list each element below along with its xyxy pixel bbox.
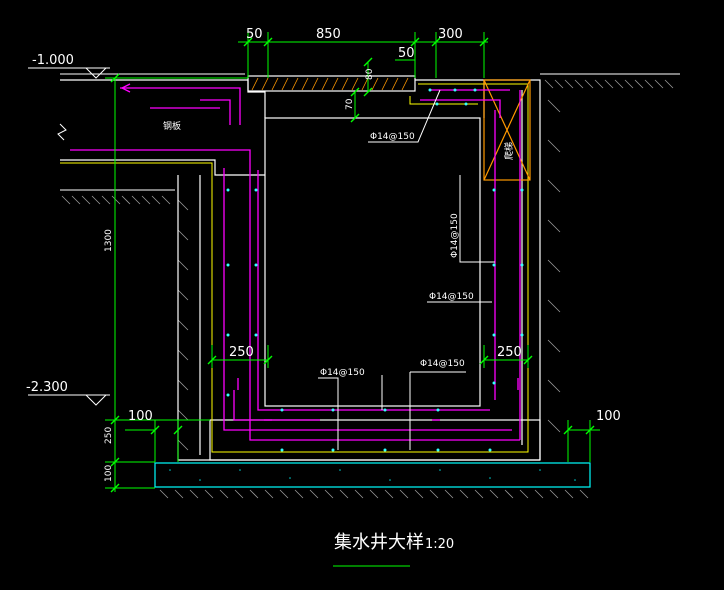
dim-100-right: 100 — [596, 409, 621, 424]
rebar-label-bottom-left: Φ14@150 — [320, 368, 365, 378]
dim-50-right: 50 — [398, 46, 415, 61]
drawing-scale: 1:20 — [425, 537, 454, 552]
dim-850: 850 — [316, 27, 341, 42]
leader-lines — [318, 89, 495, 450]
note-ladder: 爬梯 — [503, 142, 515, 160]
rebar-hooks — [120, 83, 519, 421]
dimension-ticks — [110, 37, 595, 493]
rebar-label-side: Φ14@150 — [429, 292, 474, 302]
bottom-cushion — [154, 462, 591, 488]
rebar-label-bottom-right: Φ14@150 — [420, 359, 465, 369]
dim-100-left: 100 — [128, 409, 153, 424]
dim-70: 70 — [345, 98, 355, 110]
rebar-label-top: Φ14@150 — [370, 132, 415, 142]
dim-250-right: 250 — [497, 345, 522, 360]
dim-250-left: 250 — [229, 345, 254, 360]
dim-100-bottom: 100 — [104, 465, 114, 482]
elevation-bottom-label: -2.300 — [26, 380, 68, 395]
ground-lines — [60, 73, 680, 191]
dim-250: 250 — [104, 427, 114, 444]
rebar-lines — [70, 87, 521, 441]
rebar-dots — [226, 88, 524, 452]
ladder-frame — [483, 79, 531, 181]
dim-300: 300 — [438, 27, 463, 42]
dim-80: 80 — [365, 68, 375, 80]
cover-lines — [60, 83, 529, 453]
elevation-top-label: -1.000 — [32, 53, 74, 68]
cushion-dots — [169, 469, 576, 481]
rebar-label-side-vertical: Φ14@150 — [450, 213, 460, 258]
dimension-lines — [105, 32, 600, 567]
dim-50-left: 50 — [246, 27, 263, 42]
drawing-title: 集水井大样 — [334, 532, 424, 553]
soil-hatch — [61, 79, 674, 499]
concrete-outline — [60, 75, 541, 461]
cover-slab-hatch — [251, 77, 409, 91]
dim-1300: 1300 — [104, 229, 114, 252]
elevation-marks — [28, 67, 110, 406]
note-left-wall: 钢板 — [163, 120, 181, 132]
